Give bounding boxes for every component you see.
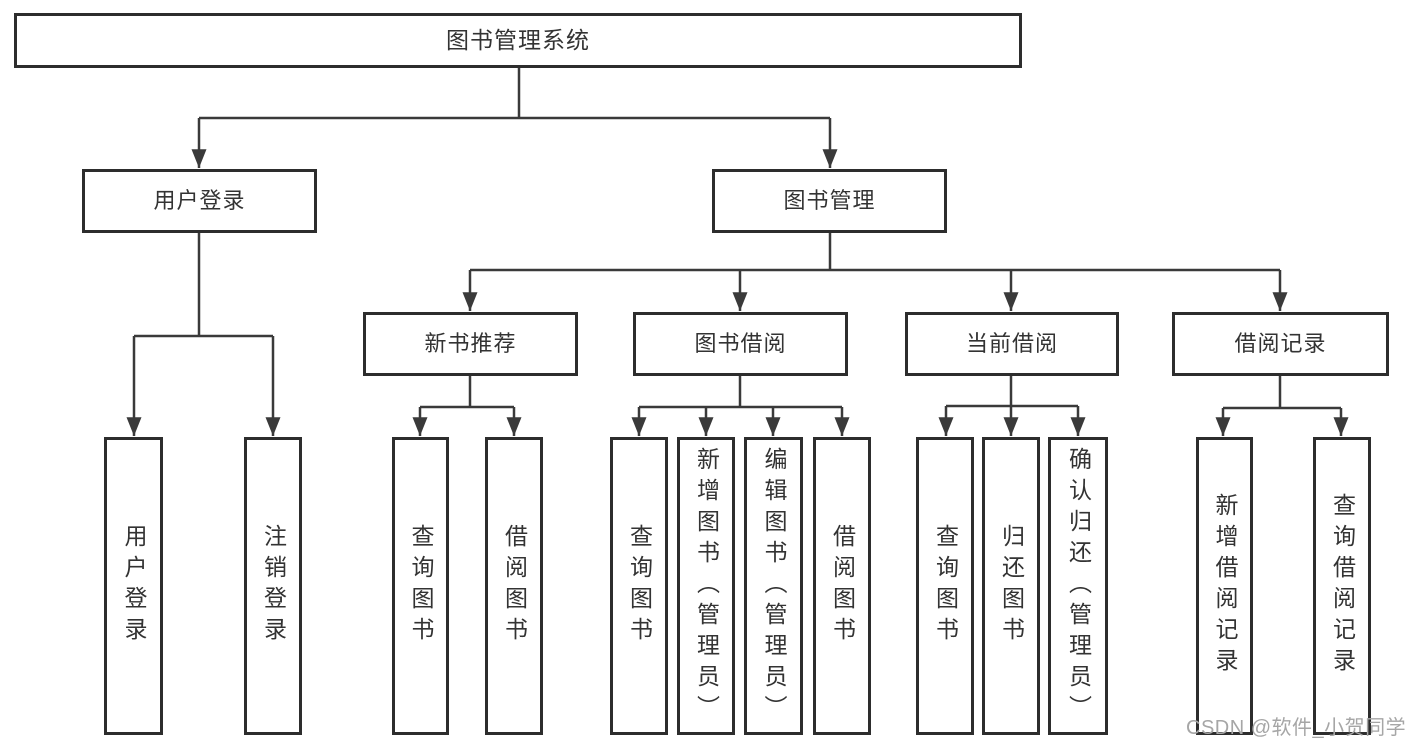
leaf-borrow-books-1: 借阅图书 [485, 437, 543, 735]
leaf-query-books-3: 查询图书 [916, 437, 974, 735]
leaf-borrow-books-2: 借阅图书 [813, 437, 871, 735]
leaf-query-books-2: 查询图书 [610, 437, 668, 735]
leaf-query-books-1: 查询图书 [392, 437, 449, 735]
leaf-confirm-return-admin: 确认归还（管理员） [1048, 437, 1108, 735]
csdn-watermark: CSDN @软件_小贺同学 [1186, 717, 1405, 739]
node-user-login: 用户登录 [82, 169, 317, 233]
node-book-borrowing: 图书借阅 [633, 312, 848, 376]
leaf-return-books: 归还图书 [982, 437, 1040, 735]
node-book-management: 图书管理 [712, 169, 947, 233]
leaf-user-login: 用户登录 [104, 437, 163, 735]
node-new-book-recommend: 新书推荐 [363, 312, 578, 376]
node-borrowing-records: 借阅记录 [1172, 312, 1389, 376]
leaf-query-borrow-record: 查询借阅记录 [1313, 437, 1371, 735]
leaf-add-borrow-record: 新增借阅记录 [1196, 437, 1253, 735]
leaf-logout: 注销登录 [244, 437, 302, 735]
node-root-library-system: 图书管理系统 [14, 13, 1022, 68]
node-current-borrowing: 当前借阅 [905, 312, 1119, 376]
leaf-edit-books-admin: 编辑图书（管理员） [744, 437, 803, 735]
leaf-add-books-admin: 新增图书（管理员） [677, 437, 735, 735]
